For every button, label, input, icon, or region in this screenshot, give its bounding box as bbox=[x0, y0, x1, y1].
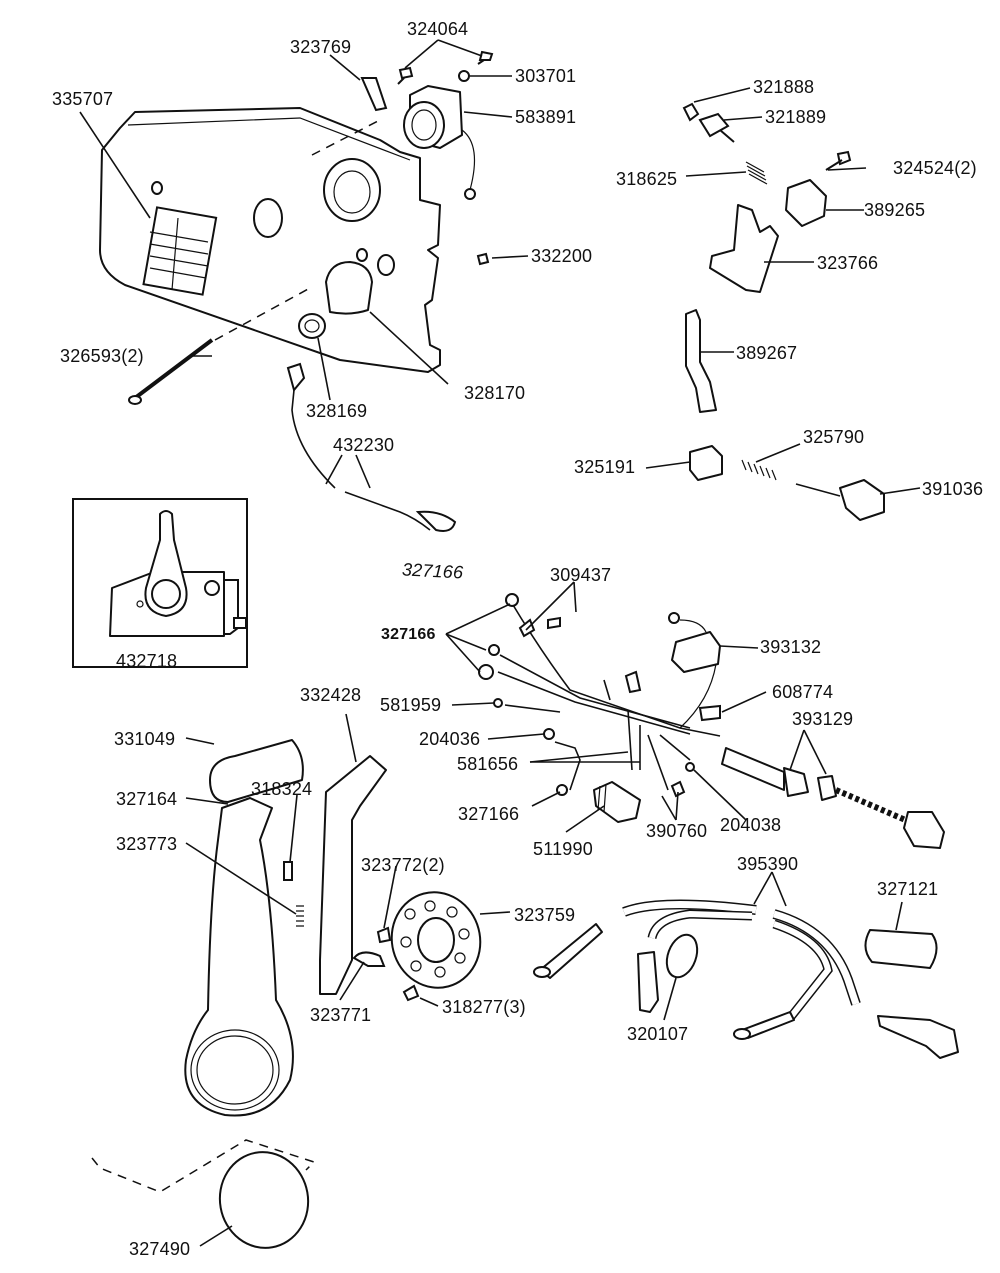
plunger-321889 bbox=[698, 112, 735, 143]
control-housing bbox=[99, 107, 441, 373]
part-label-335707: 335707 bbox=[52, 89, 114, 109]
wiring-harness bbox=[478, 593, 721, 798]
detent-plate-323759 bbox=[390, 891, 482, 989]
part-label-608774: 608774 bbox=[772, 682, 834, 702]
part-label-325790: 325790 bbox=[803, 427, 865, 447]
part-label-511990: 511990 bbox=[533, 839, 593, 859]
spring-325790 bbox=[741, 459, 777, 481]
part-label-328169: 328169 bbox=[306, 401, 368, 421]
part-label-583891: 583891 bbox=[515, 107, 577, 127]
part-label-327166-harness: 327166 bbox=[401, 559, 464, 583]
part-label-321888: 321888 bbox=[753, 77, 815, 97]
handle-327164 bbox=[184, 797, 294, 1117]
inset-caption-432718: 432718 bbox=[116, 651, 178, 671]
screw-318277 bbox=[402, 984, 420, 1002]
inset-control-illustration bbox=[109, 510, 247, 637]
part-label-327166-terminals: 327166 bbox=[381, 626, 436, 643]
nut-328169 bbox=[298, 313, 326, 339]
part-label-318625: 318625 bbox=[616, 169, 678, 189]
part-label-321889: 321889 bbox=[765, 107, 827, 127]
part-label-393132: 393132 bbox=[760, 637, 822, 657]
boot-327121 bbox=[864, 929, 938, 969]
block-389265 bbox=[785, 179, 827, 227]
part-label-324524: 324524(2) bbox=[893, 158, 977, 178]
part-label-320107: 320107 bbox=[627, 1024, 689, 1044]
part-label-318277: 318277(3) bbox=[442, 997, 526, 1017]
part-label-327166-lower: 327166 bbox=[458, 804, 520, 824]
part-label-390760: 390760 bbox=[646, 821, 708, 841]
nut-303701 bbox=[458, 70, 470, 82]
part-label-323771: 323771 bbox=[310, 1005, 372, 1025]
part-label-389265: 389265 bbox=[864, 200, 926, 220]
clip-323771 bbox=[352, 951, 386, 967]
part-label-303701: 303701 bbox=[515, 66, 577, 86]
part-label-323772: 323772(2) bbox=[361, 855, 445, 875]
cover-327490 bbox=[218, 1151, 310, 1249]
connector-511990 bbox=[593, 781, 641, 823]
screw-324064-a bbox=[397, 66, 414, 85]
switch-393132 bbox=[668, 612, 721, 729]
spring-318625 bbox=[745, 161, 768, 185]
part-label-328170: 328170 bbox=[464, 383, 526, 403]
screw-323772 bbox=[376, 926, 392, 944]
part-label-332200: 332200 bbox=[531, 246, 593, 266]
part-label-204038: 204038 bbox=[720, 815, 782, 835]
screw-324064-b bbox=[477, 50, 494, 65]
bracket-323769 bbox=[360, 77, 388, 112]
part-label-332428: 332428 bbox=[300, 685, 362, 705]
part-label-395390: 395390 bbox=[737, 854, 799, 874]
dashed-assembly-line bbox=[214, 287, 311, 341]
bracket-332428 bbox=[319, 755, 387, 995]
part-label-389267: 389267 bbox=[736, 343, 798, 363]
grip-331049 bbox=[209, 739, 304, 803]
cap-321888 bbox=[682, 102, 700, 122]
part-label-323766: 323766 bbox=[817, 253, 879, 273]
part-label-326593: 326593(2) bbox=[60, 346, 144, 366]
part-label-391036: 391036 bbox=[922, 479, 984, 499]
switch-583891 bbox=[403, 85, 476, 200]
screw-332200 bbox=[476, 252, 490, 266]
lever-389267 bbox=[685, 309, 717, 413]
knob-391036 bbox=[795, 479, 885, 521]
part-label-327490: 327490 bbox=[129, 1239, 191, 1259]
part-label-325191: 325191 bbox=[574, 457, 636, 477]
long-screw-326593 bbox=[128, 338, 214, 405]
tube-393129 bbox=[721, 747, 945, 849]
block-325191 bbox=[689, 445, 723, 481]
part-label-581959: 581959 bbox=[380, 695, 442, 715]
battery-cables-395390 bbox=[533, 899, 959, 1059]
part-label-323769: 323769 bbox=[290, 37, 352, 57]
part-label-327164: 327164 bbox=[116, 789, 178, 809]
part-label-318324: 318324 bbox=[251, 779, 313, 799]
part-label-309437: 309437 bbox=[550, 565, 612, 585]
part-label-327121: 327121 bbox=[877, 879, 939, 899]
part-label-432230: 432230 bbox=[333, 435, 395, 455]
spring-323773 bbox=[296, 905, 304, 927]
plate-323766 bbox=[709, 204, 779, 293]
part-label-393129: 393129 bbox=[792, 709, 854, 729]
part-label-323773: 323773 bbox=[116, 834, 178, 854]
leader-lines bbox=[79, 39, 921, 1247]
part-label-323759: 323759 bbox=[514, 905, 576, 925]
part-label-581656: 581656 bbox=[457, 754, 519, 774]
cable-432230 bbox=[286, 362, 457, 532]
part-label-324064: 324064 bbox=[407, 19, 469, 39]
dashed-assembly-line bbox=[311, 119, 381, 156]
screw-318324 bbox=[283, 861, 293, 881]
part-label-331049: 331049 bbox=[114, 729, 176, 749]
inset-box-432718 bbox=[72, 498, 248, 668]
screw-324524 bbox=[825, 150, 852, 171]
strap-320107 bbox=[665, 933, 699, 979]
part-label-204036: 204036 bbox=[419, 729, 481, 749]
